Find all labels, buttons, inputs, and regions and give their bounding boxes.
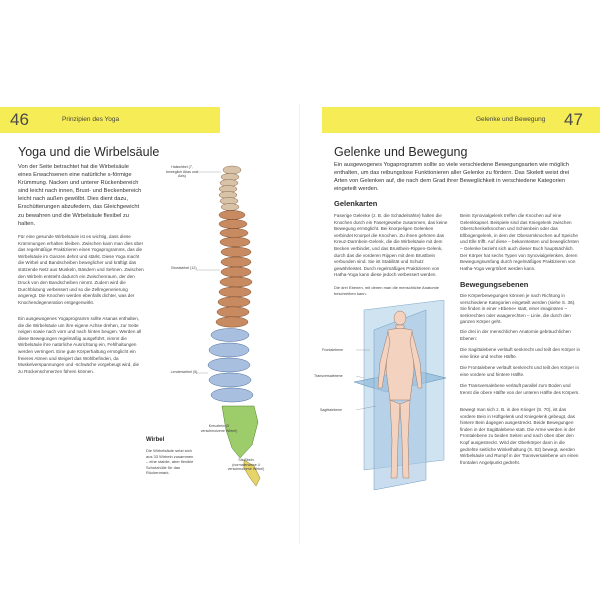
left-paragraph-1: Für eine gesunde Wirbelsäule ist es wich…: [18, 234, 144, 305]
subhead-gelenkarten: Gelenkarten: [334, 199, 378, 208]
paragraph-bewegung-ebenen: Die drei in der menschlichen Anatomie ge…: [460, 329, 571, 341]
figure-caption-planes: Die drei Ebenen, mit denen man die mensc…: [334, 285, 439, 296]
label-cervical: Halswirbel (7, beweglich Atlas und Axis): [166, 165, 198, 179]
paragraph-krieger-example: Bewegt man sich z. B. in den Krieger (S.…: [460, 407, 579, 465]
paragraph-frontal: Die Frontalebene verläuft senkrecht und …: [460, 365, 579, 377]
planes-figure: [353, 300, 447, 490]
sacrum-shape: [221, 405, 259, 459]
label-coccyx: Kreuzbein (5 verschmolzene Wirbel): [200, 424, 238, 433]
running-head-left: Prinzipien des Yoga: [62, 116, 120, 123]
paragraph-gelenkarten-1: Faserige Gelenke (z. B. die Schädelnähte…: [334, 213, 448, 278]
sidebar-title-wirbel: Wirbel: [146, 437, 165, 443]
spine-illustration: [196, 165, 261, 487]
paragraph-transversal: Die Transversalebene verläuft parallel z…: [460, 383, 580, 395]
label-thoracic: Brustwirbel (12): [171, 266, 197, 270]
label-sacrum: Steißbein (normalerweise 4 verschmolzene…: [227, 458, 265, 472]
paragraph-gelenkarten-2: Beim Synovialgelenk treffen die Knochen …: [460, 213, 579, 271]
running-head-right: Gelenke und Bewegung: [476, 116, 546, 123]
left-lead-paragraph: Von der Seite betrachtet hat die Wirbels…: [18, 164, 142, 227]
left-header-band: [0, 107, 220, 133]
left-page: 46 Prinzipien des Yoga Yoga und die Wirb…: [0, 107, 265, 487]
right-page-title: Gelenke und Bewegung: [334, 145, 468, 159]
subhead-bewegungsebenen: Bewegungsebenen: [460, 280, 529, 289]
paragraph-sagittal: Die Sagittalebene verläuft senkrecht und…: [460, 347, 581, 359]
page-number-right: 47: [564, 110, 583, 129]
page-number-left: 46: [10, 110, 29, 129]
label-sagittal-plane: Sagittalebene: [320, 408, 342, 412]
coccyx-shape: [243, 459, 261, 487]
left-paragraph-2: Ein ausgewogenes Yogaprogramm sollte Asa…: [18, 316, 142, 374]
label-transverse-plane: Transversalebene: [314, 374, 343, 378]
right-header-band: [322, 107, 600, 133]
sidebar-text-wirbel: Die Wirbelsäule setzt sich aus 33 Wirbel…: [146, 448, 194, 476]
left-page-title: Yoga und die Wirbelsäule: [18, 145, 160, 159]
paragraph-bewegung-intro: Die Körperbewegungen können je nach Rich…: [460, 293, 576, 325]
label-frontal-plane: Frontalebene: [322, 348, 344, 352]
right-lead-paragraph: Ein ausgewogenes Yogaprogramm sollte so …: [334, 162, 570, 193]
right-page: Gelenke und Bewegung 47 Gelenke und Bewe…: [300, 0, 600, 600]
label-lumbar: Lendenwirbel (5): [170, 370, 198, 374]
